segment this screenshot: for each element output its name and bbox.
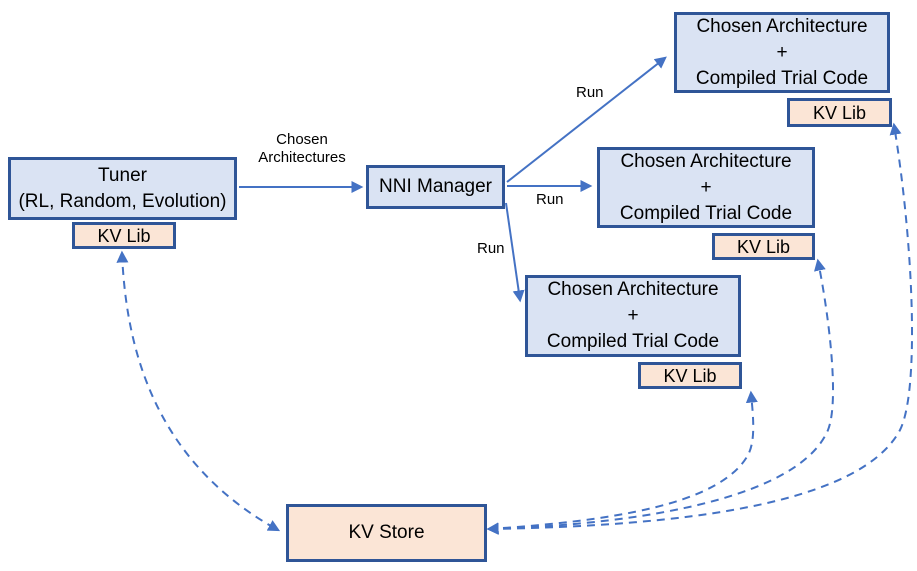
trial-bottom-line2: + — [627, 305, 639, 326]
tuner-subtitle: (RL, Random, Evolution) — [18, 190, 227, 212]
trial-middle-line3: Compiled Trial Code — [619, 202, 793, 224]
kv-store-label: KV Store — [348, 522, 425, 543]
edge-tuner-kvlib-kvstore — [116, 250, 281, 532]
trial-middle-node: Chosen Architecture + Compiled Trial Cod… — [597, 147, 815, 228]
trial-top-line1: Chosen Architecture — [696, 15, 868, 37]
trial-top-line3: Compiled Trial Code — [695, 67, 869, 89]
trial-bottom-line3: Compiled Trial Code — [546, 331, 720, 352]
edge-run-bottom — [505, 202, 525, 303]
trial-top-kv-lib-node: KV Lib — [787, 98, 892, 127]
edge-kvstore-kvlib-top — [486, 122, 913, 535]
trial-middle-kv-lib-label: KV Lib — [736, 236, 791, 257]
tuner-node: Tuner (RL, Random, Evolution) — [8, 157, 237, 220]
tuner-title: Tuner — [98, 164, 147, 186]
edge-label-run-top: Run — [576, 84, 604, 101]
kv-store-node: KV Store — [286, 504, 487, 562]
trial-top-node: Chosen Architecture + Compiled Trial Cod… — [674, 12, 890, 93]
trial-bottom-kv-lib-node: KV Lib — [638, 362, 742, 389]
nni-manager-label: NNI Manager — [379, 176, 492, 197]
trial-top-kv-lib-label: KV Lib — [812, 102, 867, 123]
tuner-kv-lib-label: KV Lib — [97, 225, 151, 246]
trial-middle-line2: + — [700, 176, 712, 198]
edge-kvstore-kvlib-bottom — [486, 390, 758, 535]
trial-top-line2: + — [776, 41, 788, 63]
trial-bottom-kv-lib-label: KV Lib — [663, 365, 717, 386]
tuner-kv-lib-node: KV Lib — [72, 222, 176, 249]
trial-bottom-line1: Chosen Architecture — [547, 279, 719, 300]
edge-label-run-middle: Run — [536, 191, 564, 208]
nni-manager-node: NNI Manager — [366, 165, 505, 209]
trial-middle-kv-lib-node: KV Lib — [712, 233, 815, 260]
trial-bottom-node: Chosen Architecture + Compiled Trial Cod… — [525, 275, 741, 357]
edge-label-chosen-architectures: Chosen Architectures — [258, 131, 346, 166]
trial-middle-line1: Chosen Architecture — [620, 150, 792, 172]
edge-label-run-bottom: Run — [477, 240, 505, 257]
